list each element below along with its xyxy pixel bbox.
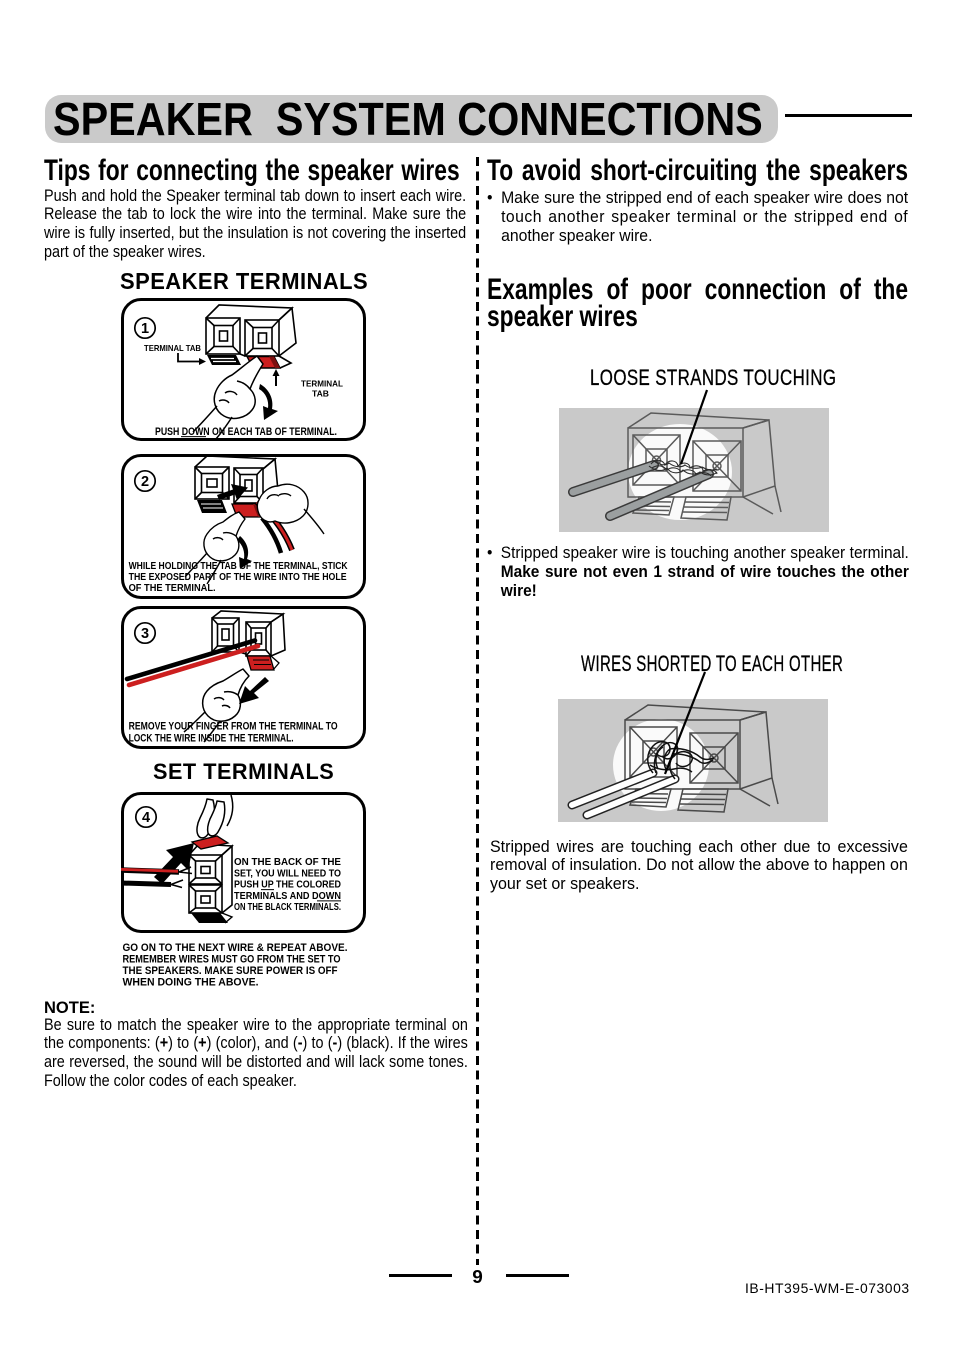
svg-text:LOCK THE WIRE INSIDE THE TERMI: LOCK THE WIRE INSIDE THE TERMINAL. — [129, 732, 294, 744]
svg-text:1: 1 — [141, 321, 149, 337]
svg-text:ON THE BLACK TERMINALS.: ON THE BLACK TERMINALS. — [234, 902, 341, 913]
svg-text:ON THE BACK OF THE: ON THE BACK OF THE — [234, 857, 341, 868]
svg-text:THE EXPOSED PART OF THE WIRE I: THE EXPOSED PART OF THE WIRE INTO THE HO… — [129, 572, 347, 583]
svg-text:REMEMBER WIRES MUST GO FROM TH: REMEMBER WIRES MUST GO FROM THE SET TO — [123, 953, 341, 965]
svg-text:4: 4 — [142, 810, 150, 826]
svg-text:TERMINAL TAB: TERMINAL TAB — [144, 343, 201, 353]
svg-text:TAB: TAB — [312, 389, 329, 399]
svg-text:WHEN DOING THE ABOVE.: WHEN DOING THE ABOVE. — [123, 976, 259, 988]
svg-text:THE SPEAKERS. MAKE SURE POWER: THE SPEAKERS. MAKE SURE POWER IS OFF — [123, 965, 338, 977]
svg-text:3: 3 — [141, 626, 149, 642]
svg-text:OF THE TERMINAL.: OF THE TERMINAL. — [129, 583, 216, 594]
svg-text:PUSH DOWN ON EACH TAB OF TERMI: PUSH DOWN ON EACH TAB OF TERMINAL. — [155, 426, 337, 438]
svg-text:REMOVE YOUR FINGER FROM THE TE: REMOVE YOUR FINGER FROM THE TERMINAL TO — [129, 720, 338, 732]
svg-text:TERMINAL: TERMINAL — [301, 379, 343, 389]
svg-text:TERMINALS AND DOWN: TERMINALS AND DOWN — [234, 891, 341, 902]
svg-text:2: 2 — [141, 474, 149, 490]
svg-text:WHILE HOLDING THE TAB OF THE T: WHILE HOLDING THE TAB OF THE TERMINAL, S… — [129, 561, 349, 572]
svg-text:GO ON TO THE NEXT WIRE & REPEA: GO ON TO THE NEXT WIRE & REPEAT ABOVE. — [123, 942, 348, 954]
svg-text:PUSH UP THE COLORED: PUSH UP THE COLORED — [234, 880, 341, 891]
svg-text:SET, YOU WILL NEED TO: SET, YOU WILL NEED TO — [234, 868, 341, 879]
